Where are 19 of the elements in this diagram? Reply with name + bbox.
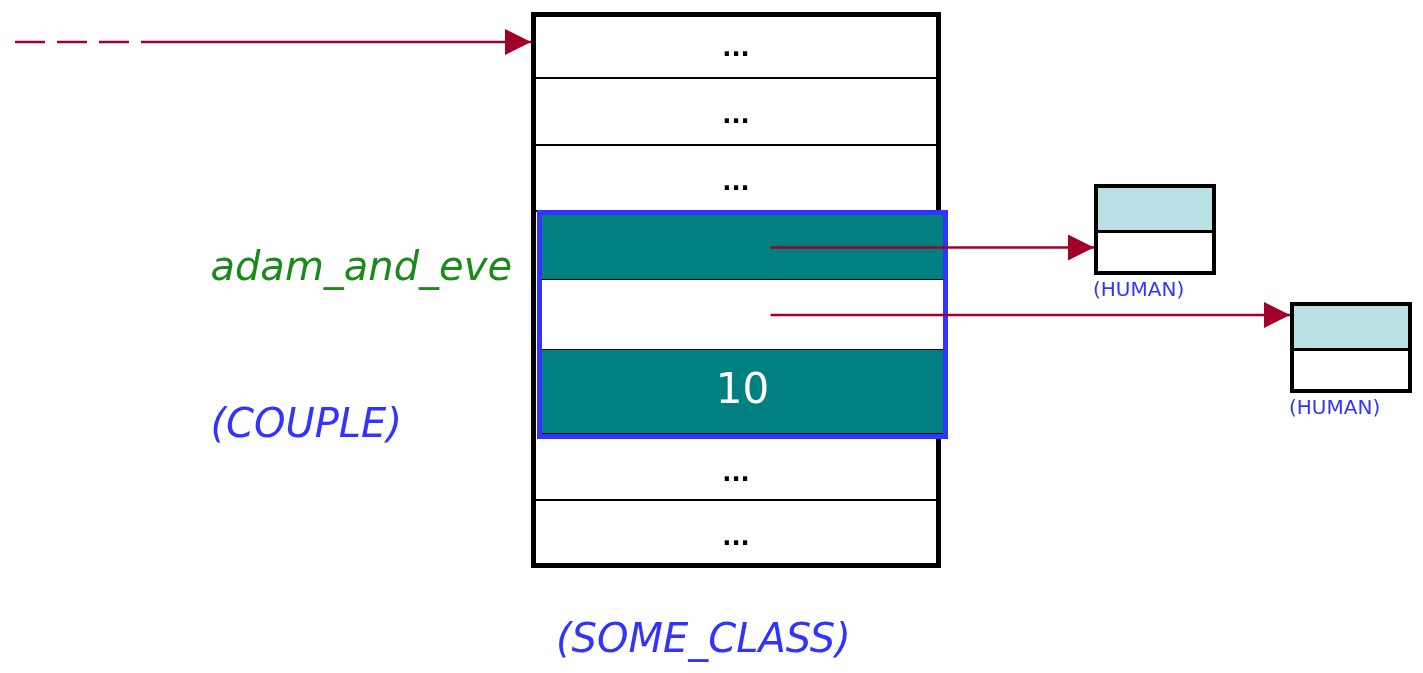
class-name: (HUMAN)	[1093, 277, 1185, 301]
ellipsis-text: ...	[721, 34, 751, 62]
arrow	[770, 302, 1290, 328]
class-name: (SOME_CLASS)	[556, 615, 851, 661]
field-row	[542, 280, 943, 350]
ellipsis-text: ...	[721, 459, 751, 487]
arrow	[770, 234, 1094, 261]
ellipsis-text: ...	[721, 168, 751, 196]
field-row	[1294, 306, 1408, 348]
field-row	[542, 350, 943, 434]
ellipsis-text: ...	[721, 523, 751, 551]
class-name: (COUPLE)	[210, 400, 402, 446]
field-row	[1098, 188, 1212, 230]
arrow	[15, 29, 531, 55]
field-value: 10	[714, 364, 771, 413]
class-name: (HUMAN)	[1289, 395, 1381, 419]
ellipsis-text: ...	[721, 101, 751, 129]
field-name: adam_and_eve	[210, 243, 512, 289]
field-row	[542, 215, 943, 280]
